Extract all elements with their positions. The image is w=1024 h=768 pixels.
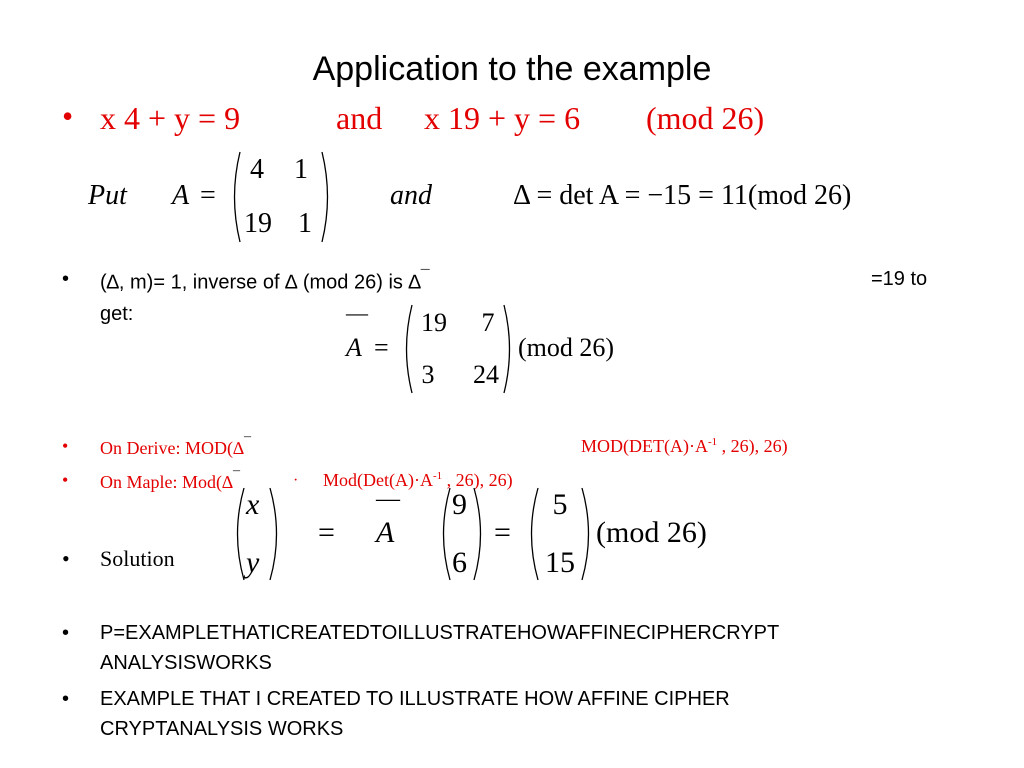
put-word: Put [88, 180, 127, 211]
derive-label: On Derive: MOD(∆¯ [100, 436, 251, 459]
a-inverse-symbol: A [346, 333, 362, 362]
mod-26-label-2: (mod 26) [518, 333, 615, 362]
inverse-text: (∆, m)= 1, inverse of ∆ (mod 26) is ∆¯ [100, 268, 430, 295]
equation-2: x 19 + y = 6 [424, 100, 581, 136]
maple-expr-b: , 26), 26) [442, 470, 513, 490]
bullet-7-marker: • [62, 688, 70, 710]
matrix-a-cell-1-1: 4 [250, 154, 264, 185]
plaintext-line-2: ANALYSISWORKS [100, 652, 272, 674]
maple-dot: · [293, 472, 299, 489]
inverse-text-main: (∆, m)= 1, inverse of ∆ (mod 26) is ∆ [100, 271, 421, 294]
bullet-5-marker: • [62, 546, 70, 571]
maple-expression: Mod(Det(A)·A-1 , 26), 26) [323, 470, 513, 491]
derive-expr-a: MOD(DET(A)·A [581, 436, 708, 456]
bullet-1-marker: • [62, 98, 74, 134]
equals-sign-2: = [374, 333, 389, 362]
left-paren-2-icon [405, 304, 413, 394]
equation-1: x 4 + y = 9 [100, 100, 241, 136]
a-inverse-cell-1-1: 19 [421, 308, 447, 337]
left-paren-5-icon [530, 487, 539, 581]
matrix-a-symbol: A [172, 180, 190, 211]
right-paren-icon [321, 151, 329, 243]
left-paren-3-icon [236, 487, 245, 581]
equals-sign-3: = [318, 516, 335, 549]
mod-26-label: (mod 26) [646, 100, 765, 136]
a-bar-overline: — [346, 300, 368, 325]
a-inverse-cell-2-1: 3 [421, 360, 435, 389]
vector-6: 6 [452, 546, 467, 579]
bullet-4-marker: • [62, 470, 69, 490]
sentence-line-2: CRYPTANALYSIS WORKS [100, 718, 344, 740]
mod-26-label-3: (mod 26) [596, 516, 707, 549]
derive-expr-b: , 26), 26) [717, 436, 788, 456]
a-inverse-cell-2-2: 24 [473, 360, 499, 389]
matrix-a-cell-2-1: 19 [244, 208, 272, 239]
vector-y: y [246, 546, 260, 579]
maple-label-text: On Maple: Mod(∆ [100, 472, 233, 492]
a-bar-overline-2: — [376, 486, 400, 512]
inverse-superscript: ¯ [420, 268, 430, 285]
maple-label: On Maple: Mod(∆¯ [100, 470, 240, 493]
right-paren-2-icon [503, 304, 511, 394]
inverse-continuation: get: [100, 303, 134, 325]
determinant-expression: Δ = det A = −15 = 11(mod 26) [513, 180, 852, 211]
bullet-6-marker: • [62, 622, 70, 644]
maple-superscript: ¯ [233, 470, 240, 485]
equals-sign: = [200, 180, 216, 211]
a-inverse-symbol-2: A [376, 516, 395, 549]
derive-label-text: On Derive: MOD(∆ [100, 438, 244, 458]
matrix-a-cell-2-2: 1 [298, 208, 312, 239]
a-inverse-cell-1-2: 7 [481, 308, 495, 337]
right-paren-4-icon [473, 487, 482, 581]
left-paren-4-icon [442, 487, 451, 581]
maple-expr-a: Mod(Det(A)·A [323, 470, 433, 490]
plaintext-line-1: P=EXAMPLETHATICREATEDTOILLUSTRATEHOWAFFI… [100, 622, 780, 644]
solution-label: Solution [100, 546, 175, 571]
sentence-line-1: EXAMPLE THAT I CREATED TO ILLUSTRATE HOW… [100, 688, 730, 710]
maple-expr-sup: -1 [432, 470, 443, 482]
derive-expression: MOD(DET(A)·A-1 , 26), 26) [581, 436, 788, 457]
bullet-3-marker: • [62, 436, 69, 456]
vector-5: 5 [552, 488, 568, 521]
and-word-italic: and [390, 180, 432, 211]
vector-9: 9 [452, 488, 467, 521]
derive-expr-sup: -1 [707, 436, 718, 448]
slide-title: Application to the example [312, 50, 712, 88]
vector-x: x [246, 488, 260, 521]
matrix-a-cell-1-2: 1 [294, 154, 308, 185]
right-paren-5-icon [581, 487, 590, 581]
vector-15: 15 [545, 546, 575, 579]
bullet-2-marker: • [62, 268, 70, 290]
derive-superscript: ¯ [243, 436, 251, 451]
left-paren-icon [233, 151, 241, 243]
inverse-value: =19 to [871, 268, 928, 290]
equals-sign-4: = [494, 516, 511, 549]
and-word: and [336, 100, 383, 136]
right-paren-3-icon [269, 487, 278, 581]
